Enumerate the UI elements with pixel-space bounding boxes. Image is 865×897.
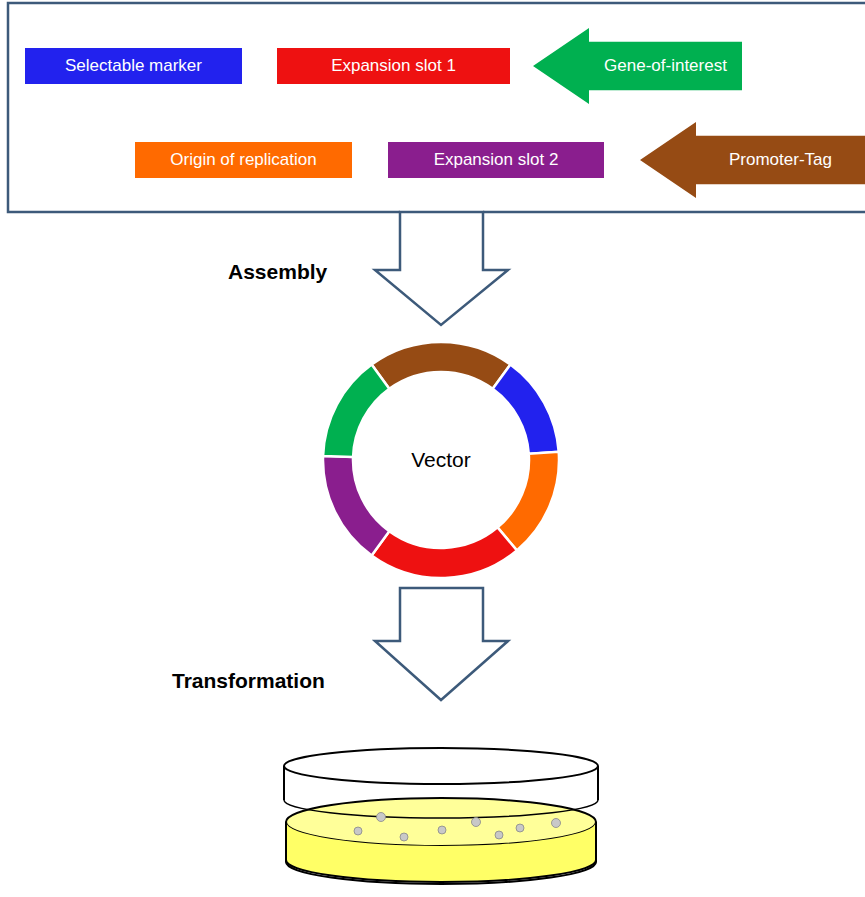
step-label: Transformation	[172, 669, 325, 693]
ring-segment	[323, 365, 389, 457]
part-label: Gene-of-interest	[604, 56, 727, 76]
step-label: Assembly	[228, 260, 327, 284]
vector-label: Vector	[411, 448, 471, 472]
part-label: Origin of replication	[170, 150, 316, 170]
parts-panel	[8, 3, 865, 212]
petri-dish	[284, 748, 598, 884]
vector-ring: Vector	[321, 340, 561, 580]
part-box: Origin of replication	[135, 142, 352, 178]
part-arrow: Gene-of-interest	[533, 28, 742, 104]
part-box: Expansion slot 1	[277, 48, 510, 84]
transformation-arrow	[375, 588, 508, 700]
ring-segment	[323, 456, 389, 556]
part-label: Promoter-Tag	[729, 150, 832, 170]
part-label: Selectable marker	[65, 56, 202, 76]
ring-segment	[493, 365, 559, 454]
ring-segment	[372, 527, 517, 578]
arrow-fill	[533, 28, 742, 104]
part-label: Expansion slot 2	[434, 150, 559, 170]
part-arrow: Promoter-Tag	[640, 122, 865, 198]
ring-segment	[372, 342, 511, 389]
parts-panel	[483, 211, 865, 214]
arrow-fill	[640, 122, 865, 198]
part-box: Expansion slot 2	[388, 142, 604, 178]
ring-segment	[498, 452, 559, 551]
part-label: Expansion slot 1	[331, 56, 456, 76]
colonies	[354, 813, 561, 842]
assembly-arrow	[375, 212, 508, 325]
part-box: Selectable marker	[25, 48, 242, 84]
